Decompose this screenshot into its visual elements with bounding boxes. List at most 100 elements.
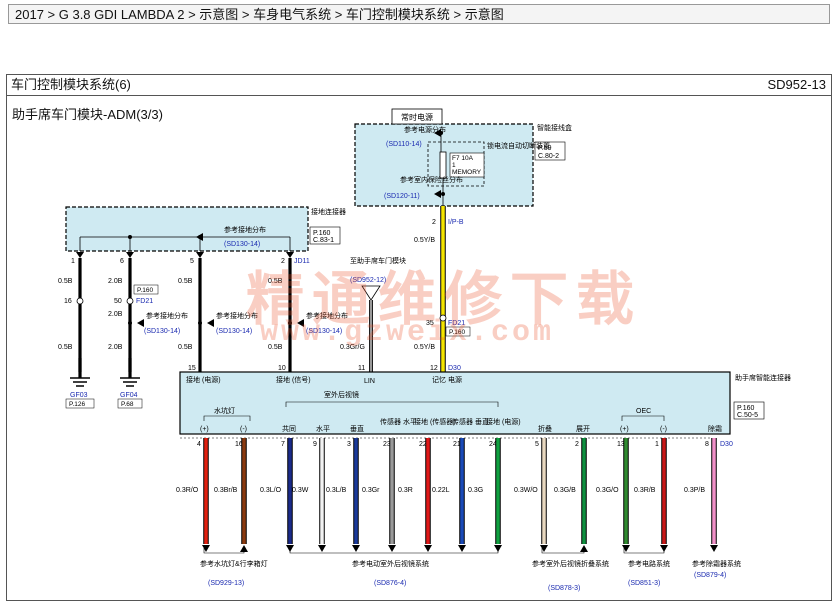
ground-pin-3: 5 — [190, 258, 194, 265]
fuse-box-conn: I/P-B — [448, 219, 464, 226]
module-label-common: 共同 — [282, 424, 296, 433]
wire-3-size: 0.5B — [178, 278, 193, 285]
bottom-wire-size: 0.3Br/B — [214, 487, 238, 494]
ref-mirror-label: 参考电动室外后视镜系统 — [352, 559, 429, 568]
right-ground-ref-code[interactable]: (SD130-14) — [306, 328, 342, 335]
power-dist-ref-label: 参考电源分布 — [404, 125, 446, 134]
right-ground-ref-label: 参考接地分布 — [306, 311, 348, 320]
module-side-label: 助手席智能连接器 — [735, 373, 791, 382]
breadcrumb: 2017 > G 3.8 GDI LAMBDA 2 > 示意图 > 车身电气系统… — [8, 4, 830, 24]
bottom-wire-size: 0.3L/O — [260, 487, 282, 494]
module-label-gnd-signal: 接地 (信号) — [276, 375, 311, 384]
module-label-defrost: 除霜 — [708, 424, 722, 433]
ref-oec-label: 参考电路系统 — [628, 559, 670, 568]
chevron-down-icon — [710, 545, 718, 552]
arrow-icon — [196, 252, 204, 258]
wire-3-size-2: 0.5B — [178, 344, 193, 351]
group-puddle-label: 水坑灯 — [214, 406, 235, 415]
module-label-sensor-h: 传感器 水平 — [380, 417, 417, 426]
arrow-icon — [434, 129, 441, 137]
module-label-oec-plus: (+) — [620, 426, 629, 433]
bottom-wire-pin: 9 — [313, 441, 317, 448]
current-cutoff-label: 锁电流自动切断装置 — [487, 141, 550, 150]
fuse-box-pin: 2 — [432, 219, 436, 226]
bottom-wire-size: 0.3P/B — [684, 487, 705, 494]
battery-label-box — [391, 108, 443, 125]
battery-label: 常时电源 — [401, 112, 433, 122]
lin-target-code[interactable]: (SD952-12) — [350, 277, 386, 284]
title-row: 车门控制模块系统(6) SD952-13 — [6, 74, 832, 96]
ref-fold-code[interactable]: (SD878-3) — [548, 585, 580, 592]
memory-wire-size-2: 0.5Y/B — [414, 344, 435, 351]
bottom-wire-size: 0.3G/B — [554, 487, 576, 494]
bottom-wire-size: 0.3L/B — [326, 487, 347, 494]
lin-wire-size: 0.3Gr/G — [340, 344, 365, 351]
fuse-number: 1 — [452, 162, 456, 169]
connector-pin — [439, 314, 447, 322]
arrow-icon — [76, 252, 84, 258]
bottom-wire-pin: 2 — [575, 441, 579, 448]
ground-connector-label: 接地连接器 — [311, 207, 346, 216]
memory-bottom-conn: D30 — [448, 365, 461, 372]
ground-box-conn: JD11 — [294, 258, 310, 265]
bottom-wire-size: 0.3W — [292, 487, 309, 494]
module-label-sensor-gnd: 接地 (传感器) — [414, 417, 456, 426]
chevron-down-icon — [388, 545, 396, 552]
bottom-wire-pin: 8 — [705, 441, 709, 448]
module-top-pin-1: 15 — [188, 365, 196, 372]
ref-mirror-code[interactable]: (SD876-4) — [374, 580, 406, 587]
bottom-wire-size: 0.3G — [468, 487, 483, 494]
ref-defrost-code[interactable]: (SD879-4) — [694, 572, 726, 579]
arrow-icon — [297, 319, 304, 327]
arrow-icon — [126, 252, 134, 258]
left-ground-ref-code[interactable]: (SD130-14) — [144, 328, 180, 335]
wire-2-size: 2.0B — [108, 278, 123, 285]
arrow-icon — [434, 190, 441, 198]
ground-ref-label: 参考接地分布 — [224, 225, 266, 234]
chevron-down-icon — [622, 545, 630, 552]
bottom-wire-pin: 13 — [617, 441, 625, 448]
chevron-down-icon — [361, 285, 381, 301]
module-label-puddle-plus: (+) — [200, 426, 209, 433]
ground-gf03-page: P.126 — [69, 401, 86, 408]
ground-ref-code[interactable]: (SD130-14) — [224, 241, 260, 248]
chevron-down-icon — [352, 545, 360, 552]
ground-pin-2: 6 — [120, 258, 124, 265]
ref-puddle-label: 参考水坑灯&行李箱灯 — [200, 559, 268, 568]
memory-wire-size: 0.5Y/B — [414, 237, 435, 244]
mid-ground-ref-code[interactable]: (SD130-14) — [216, 328, 252, 335]
bottom-wire-size: 0.3R/O — [176, 487, 199, 494]
lin-target-label: 至助手席车门模块 — [350, 256, 406, 265]
diagram-code: SD952-13 — [767, 77, 826, 92]
bottom-wire-pin: 22 — [419, 441, 427, 448]
bottom-wire-size: 0.3W/O — [514, 487, 538, 494]
module-label-memory: 记忆 电源 — [432, 375, 462, 384]
bottom-wire-size: 0.3Gr — [362, 487, 380, 494]
ref-fold-label: 参考室外后视镜折叠系统 — [532, 559, 609, 568]
ground-gf03: GF03 — [70, 392, 88, 399]
fuse-label-box — [449, 152, 485, 178]
module-label-puddle-minus: (-) — [240, 426, 247, 433]
wire-2-page: P.160 — [137, 287, 154, 294]
diagram-subtitle: 助手席车门模块-ADM(3/3) — [12, 107, 163, 122]
fuse-rating: F7 10A — [452, 155, 474, 162]
junction-conn-1: P.59 — [538, 145, 552, 152]
arrow-icon — [207, 319, 214, 327]
ref-oec-code[interactable]: (SD851-3) — [628, 580, 660, 587]
power-dist-ref-code[interactable]: (SD110-14) — [386, 141, 422, 148]
wire-1-pin: 16 — [64, 298, 72, 305]
fuse-name: MEMORY — [452, 169, 482, 176]
ground-pin-1: 1 — [71, 258, 75, 265]
chevron-down-icon — [318, 545, 326, 552]
wire-1-size-2: 0.5B — [58, 344, 73, 351]
ref-puddle-code[interactable]: (SD929-13) — [208, 580, 244, 587]
chevron-down-icon — [458, 545, 466, 552]
chevron-down-icon — [202, 545, 210, 552]
module-label-vertical: 垂直 — [350, 424, 364, 433]
wire-1-size: 0.5B — [58, 278, 73, 285]
module-label-oec-minus: (-) — [660, 426, 667, 433]
wire-4-size: 0.5B — [268, 278, 283, 285]
bottom-wire-size: 0.3G/O — [596, 487, 619, 494]
interior-fuse-ref-code[interactable]: (SD120-11) — [384, 193, 420, 200]
module-label-gnd-power: 接地 (电源) — [186, 375, 221, 384]
